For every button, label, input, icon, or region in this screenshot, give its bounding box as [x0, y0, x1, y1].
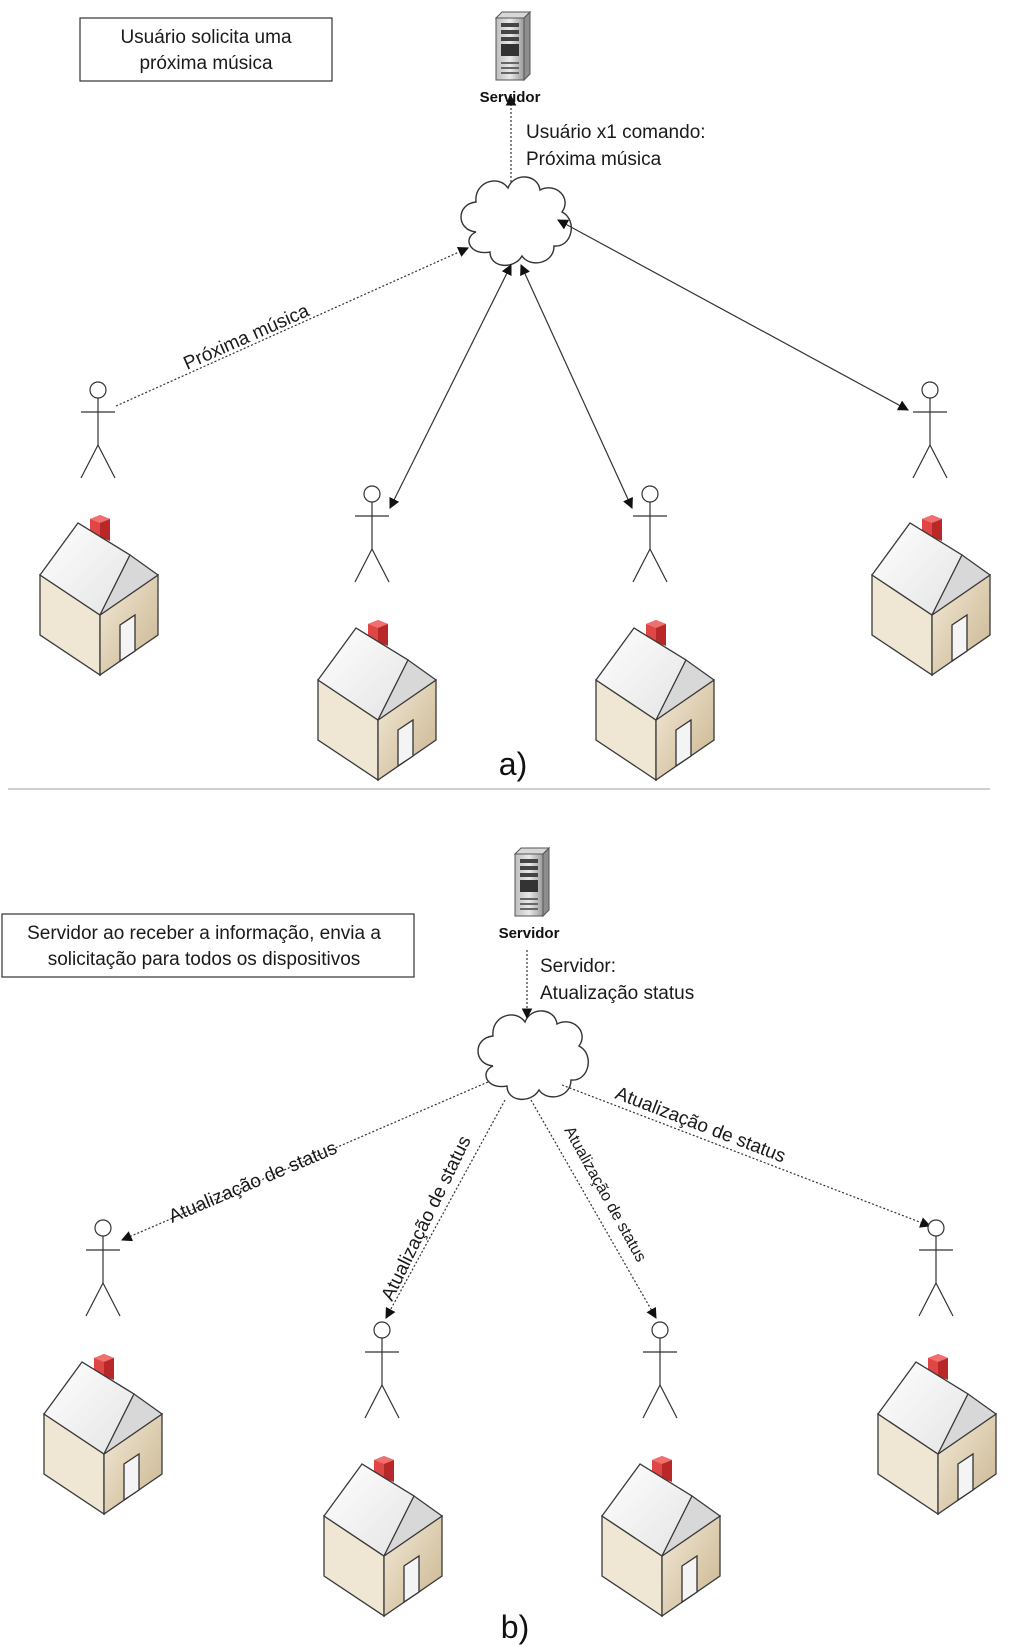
house-icon-1-b	[43, 1353, 163, 1515]
server-label-b: Servidor	[499, 925, 560, 942]
note-box-a	[79, 17, 333, 82]
edge-cloud-user4-a	[557, 219, 909, 411]
server-command-b-line2: Atualização status	[540, 983, 694, 1004]
edge-cloud-user4-b	[561, 1084, 932, 1228]
house-icon-1-a	[39, 514, 159, 676]
note-b-line2: solicitação para todos os dispositivos	[48, 949, 361, 970]
user-figure-2-b	[364, 1321, 400, 1419]
server-label-a: Servidor	[480, 89, 541, 106]
edge-label-b-2: Atualização de status	[378, 1133, 476, 1305]
part-label-a: a)	[499, 746, 527, 782]
panel-a: Usuário solicita uma próxima música Serv…	[39, 11, 991, 782]
house-icon-2-b	[323, 1455, 443, 1617]
note-b-line1: Servidor ao receber a informação, envia …	[27, 923, 381, 944]
user-figure-1-a	[80, 381, 116, 479]
note-a-line1: Usuário solicita uma	[120, 27, 291, 48]
server-command-a-line2: Próxima música	[526, 149, 662, 170]
user-figure-2-a	[354, 485, 390, 583]
cloud-icon	[460, 176, 572, 267]
edge-label-a: Próxima música	[180, 300, 312, 374]
note-box-b	[1, 913, 415, 978]
edge-cloud-user3-a	[520, 264, 633, 509]
house-icon-4-b	[877, 1353, 997, 1515]
edge-cloud-user1-b	[121, 1081, 489, 1242]
user-figure-4-a	[912, 381, 948, 479]
house-icon-3-a	[595, 619, 715, 781]
user-figure-3-a	[632, 485, 668, 583]
server-icon	[514, 847, 550, 917]
edge-cloud-user2-a	[389, 264, 512, 509]
house-icon-3-b	[601, 1455, 721, 1617]
server-command-a-line1: Usuário x1 comando:	[526, 122, 706, 143]
edge-label-b-4: Atualização de status	[612, 1083, 788, 1167]
part-label-b: b)	[501, 1609, 529, 1645]
server-command-b-line1: Servidor:	[540, 956, 616, 977]
user-figure-4-b	[918, 1219, 954, 1317]
edge-cloud-user3-b	[530, 1099, 657, 1319]
panel-b: Servidor ao receber a informação, envia …	[1, 847, 997, 1645]
edge-label-b-3: Atualização de status	[561, 1124, 650, 1265]
note-a-line2: próxima música	[139, 53, 272, 74]
house-icon-2-a	[317, 619, 437, 781]
house-icon-4-a	[871, 514, 991, 676]
cloud-icon	[477, 1010, 589, 1101]
user-figure-3-b	[642, 1321, 678, 1419]
user-figure-1-b	[85, 1219, 121, 1317]
server-icon	[495, 11, 531, 81]
edge-cloud-user2-b	[385, 1099, 506, 1319]
edge-label-b-1: Atualização de status	[166, 1138, 340, 1228]
